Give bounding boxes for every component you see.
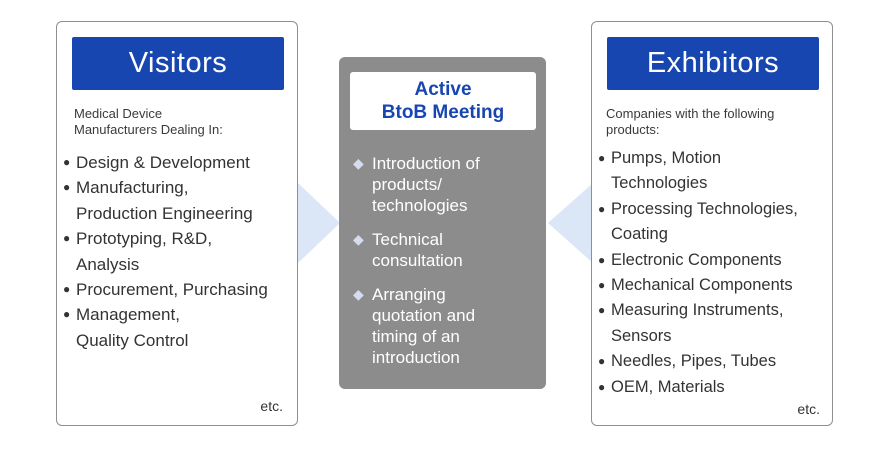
bullet-icon: ● <box>63 155 71 169</box>
visitors-panel: Visitors Medical Device Manufacturers De… <box>56 21 298 426</box>
exhibitors-list: ●Pumps, Motion Technologies ●Processing … <box>598 146 798 400</box>
list-item-continued: Sensors <box>611 326 672 345</box>
bullet-icon: ● <box>63 180 71 195</box>
meeting-title: Active BtoB Meeting <box>350 72 536 130</box>
list-item-continued: Production Engineering <box>76 203 253 223</box>
bullet-icon: ● <box>598 252 606 267</box>
bullet-icon: ● <box>63 307 71 322</box>
bullet-icon: ● <box>598 278 606 293</box>
list-item: ●Mechanical Components <box>598 273 798 298</box>
visitors-list: ●Design & Development ●Manufacturing, Pr… <box>63 150 268 353</box>
list-item-continued: Coating <box>611 225 668 244</box>
list-item: ●Pumps, Motion <box>598 146 798 171</box>
exhibitors-etc: etc. <box>797 401 820 417</box>
list-item-continued: Analysis <box>76 254 140 274</box>
exhibitors-title: Exhibitors <box>607 37 819 90</box>
list-item: ◆ Introduction of products/ technologies <box>353 154 480 215</box>
list-item: ●Manufacturing, <box>63 175 268 200</box>
list-item: ●Management, <box>63 302 268 327</box>
list-item: ●Needles, Pipes, Tubes <box>598 349 798 374</box>
list-item: ●Measuring Instruments, <box>598 298 798 323</box>
bullet-icon: ● <box>598 379 606 394</box>
list-item: ◆ Technical consultation <box>353 230 463 270</box>
bullet-icon: ● <box>63 231 71 246</box>
bullet-icon: ● <box>598 201 606 216</box>
list-item: ●Prototyping, R&D, <box>63 226 268 251</box>
visitors-title: Visitors <box>72 37 284 90</box>
arrow-right-icon <box>298 183 340 263</box>
list-item: ◆ Arranging quotation and timing of an i… <box>353 285 476 367</box>
list-item-continued: Technologies <box>611 174 708 193</box>
visitors-intro: Medical Device Manufacturers Dealing In: <box>74 106 223 137</box>
arrow-left-icon <box>548 183 593 263</box>
diamond-bullet-icon: ◆ <box>353 155 364 171</box>
list-item: ●OEM, Materials <box>598 375 798 400</box>
diamond-bullet-icon: ◆ <box>353 231 364 247</box>
list-item: ●Processing Technologies, <box>598 197 798 222</box>
meeting-list: ◆ Introduction of products/ technologies… <box>352 153 480 381</box>
visitors-etc: etc. <box>260 398 283 414</box>
bullet-icon: ● <box>598 303 606 318</box>
exhibitors-panel: Exhibitors Companies with the following … <box>591 21 833 426</box>
bullet-icon: ● <box>63 282 71 297</box>
list-item: ●Design & Development <box>63 150 268 175</box>
bullet-icon: ● <box>598 151 606 165</box>
exhibitors-intro: Companies with the following products: <box>606 106 775 137</box>
list-item: ●Procurement, Purchasing <box>63 277 268 302</box>
list-item-continued: Quality Control <box>76 330 189 350</box>
list-item: ●Electronic Components <box>598 248 798 273</box>
meeting-panel: Active BtoB Meeting ◆ Introduction of pr… <box>339 57 546 389</box>
bullet-icon: ● <box>598 354 606 369</box>
diamond-bullet-icon: ◆ <box>353 286 364 302</box>
